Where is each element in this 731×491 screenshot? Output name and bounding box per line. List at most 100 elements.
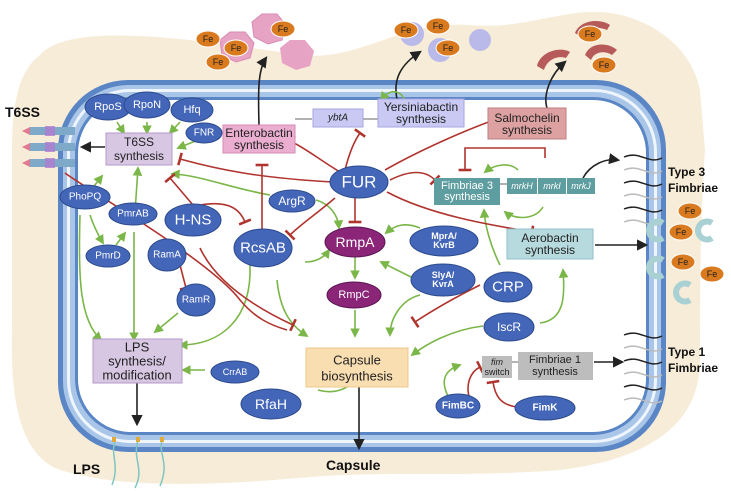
aerobactin-siderophores (646, 218, 714, 305)
svg-text:PhoPQ: PhoPQ (69, 192, 101, 203)
iron-ion-label: Fe (401, 25, 412, 35)
svg-text:PmrD: PmrD (95, 251, 121, 262)
svg-text:Salmochelin: Salmochelin (494, 111, 559, 125)
ybta-gene-box: ybtA (312, 108, 364, 128)
t6ss-synthesis-box: T6SS synthesis (105, 132, 173, 166)
svg-text:modification: modification (102, 368, 171, 383)
lps-chains (111, 437, 165, 489)
regulator-slya-kvra: SlyA/KvrA (410, 263, 476, 297)
regulator-crrab: CrrAB (210, 360, 260, 384)
regulator-ramr: RamR (176, 283, 216, 317)
type1-fimbriae (623, 332, 663, 404)
svg-text:FNR: FNR (194, 128, 215, 139)
salmochelin-synthesis-box: Salmochelin synthesis (487, 107, 567, 140)
iron-ion: Fe (670, 253, 696, 271)
iron-ion: Fe (577, 25, 603, 43)
svg-text:mrkI: mrkI (543, 181, 561, 191)
svg-text:KvrA: KvrA (432, 279, 454, 289)
type3-fimbriae-label-line1: Type 3 (668, 165, 705, 179)
iron-ion: Fe (393, 21, 419, 39)
svg-text:Hfq: Hfq (183, 104, 200, 116)
enterobactin-synthesis-box: Enterobactin synthesis (222, 124, 296, 154)
iron-ion-label: Fe (707, 269, 718, 279)
svg-text:switch: switch (484, 367, 509, 377)
t6ss-label: T6SS (5, 104, 40, 120)
iron-ion: Fe (425, 17, 451, 35)
iron-ion: Fe (699, 265, 725, 283)
regulator-pmrab: PmrAB (108, 202, 158, 226)
iron-ion: Fe (270, 20, 296, 38)
regulator-pmrd: PmrD (85, 244, 131, 268)
type3-fimbriae-label-line2: Fimbriae (668, 181, 718, 195)
regulator-rpon: RpoN (123, 91, 171, 119)
svg-text:MprA/: MprA/ (431, 231, 457, 241)
svg-text:CRP: CRP (492, 279, 524, 296)
svg-text:T6SS: T6SS (124, 135, 154, 149)
svg-text:CrrAB: CrrAB (223, 367, 248, 377)
enterobactin-export-arrow (256, 56, 268, 126)
regulators: RpoS RpoN Hfq FNR PhoPQ PmrAB PmrD H-NS … (59, 91, 576, 421)
svg-text:Enterobactin: Enterobactin (225, 126, 292, 140)
svg-text:synthesis: synthesis (532, 366, 578, 378)
regulator-hns: H-NS (164, 203, 222, 237)
svg-text:fim: fim (491, 357, 504, 367)
iron-ion-label: Fe (433, 21, 444, 31)
svg-text:KvrB: KvrB (433, 240, 455, 250)
svg-text:SlyA/: SlyA/ (432, 270, 455, 280)
svg-text:RmpC: RmpC (338, 289, 369, 301)
iron-ion-label: Fe (213, 57, 224, 67)
regulator-rama: RamA (147, 238, 187, 272)
regulator-rmpc: RmpC (326, 281, 382, 309)
regulator-hfq: Hfq (170, 97, 214, 123)
lps-synthesis-box: LPS synthesis/ modification (92, 338, 183, 384)
t6ss-structures (22, 126, 75, 168)
regulator-rmpa: RmpA (324, 226, 386, 258)
regulator-argr: ArgR (268, 189, 316, 213)
iron-ion-label: Fe (278, 24, 289, 34)
iron-ion-label: Fe (685, 206, 696, 216)
svg-text:synthesis: synthesis (525, 243, 575, 257)
cell-membrane (58, 80, 666, 452)
yersiniabactin-export-arrow (395, 50, 422, 100)
regulator-fimk: FimK (514, 395, 576, 421)
svg-text:Fimbriae 1: Fimbriae 1 (529, 354, 581, 366)
type3-fimbriae (623, 154, 663, 226)
iron-ion: Fe (205, 53, 231, 71)
regulator-fur: FUR (329, 165, 389, 199)
iron-ion: Fe (223, 39, 249, 57)
svg-text:synthesis: synthesis (114, 149, 164, 163)
svg-text:RamR: RamR (182, 295, 210, 306)
svg-text:RmpA: RmpA (336, 234, 376, 250)
svg-text:synthesis/: synthesis/ (108, 354, 166, 369)
iron-ion: Fe (591, 56, 617, 74)
svg-text:biosynthesis: biosynthesis (321, 369, 393, 384)
svg-text:ybtA: ybtA (327, 113, 348, 124)
svg-text:RfaH: RfaH (255, 396, 287, 412)
aerobactin-synthesis-box: Aerobactin synthesis (506, 228, 594, 260)
svg-text:RcsAB: RcsAB (240, 240, 286, 257)
svg-text:Capsule: Capsule (333, 353, 381, 368)
fim-switch-box: fim switch (482, 356, 512, 378)
iron-ion: Fe (677, 202, 703, 220)
synthesis-boxes: T6SS synthesis Enterobactin synthesis yb… (92, 98, 595, 388)
regulator-rcsab: RcsAB (233, 228, 293, 268)
mrkj-gene-box: mrkJ (567, 178, 595, 194)
fimbriae1-synthesis-box: Fimbriae 1 synthesis (518, 352, 593, 380)
svg-text:PmrAB: PmrAB (117, 209, 149, 220)
svg-text:mrkJ: mrkJ (571, 181, 591, 191)
type1-fimbriae-label-line1: Type 1 (668, 345, 705, 359)
regulator-crp: CRP (483, 271, 533, 303)
capsule-biosynthesis-box: Capsule biosynthesis (305, 347, 409, 388)
regulator-phopq: PhoPQ (59, 184, 111, 210)
svg-text:FimBC: FimBC (442, 401, 474, 412)
iron-ion-label: Fe (443, 43, 454, 53)
regulator-fimbc: FimBC (435, 393, 481, 419)
regulator-fnr: FNR (185, 122, 223, 144)
regulator-rfah: RfaH (240, 388, 302, 420)
iron-ion: Fe (195, 30, 221, 48)
edges (64, 50, 649, 451)
capsule-label: Capsule (326, 457, 381, 473)
svg-text:Aerobactin: Aerobactin (521, 231, 578, 245)
